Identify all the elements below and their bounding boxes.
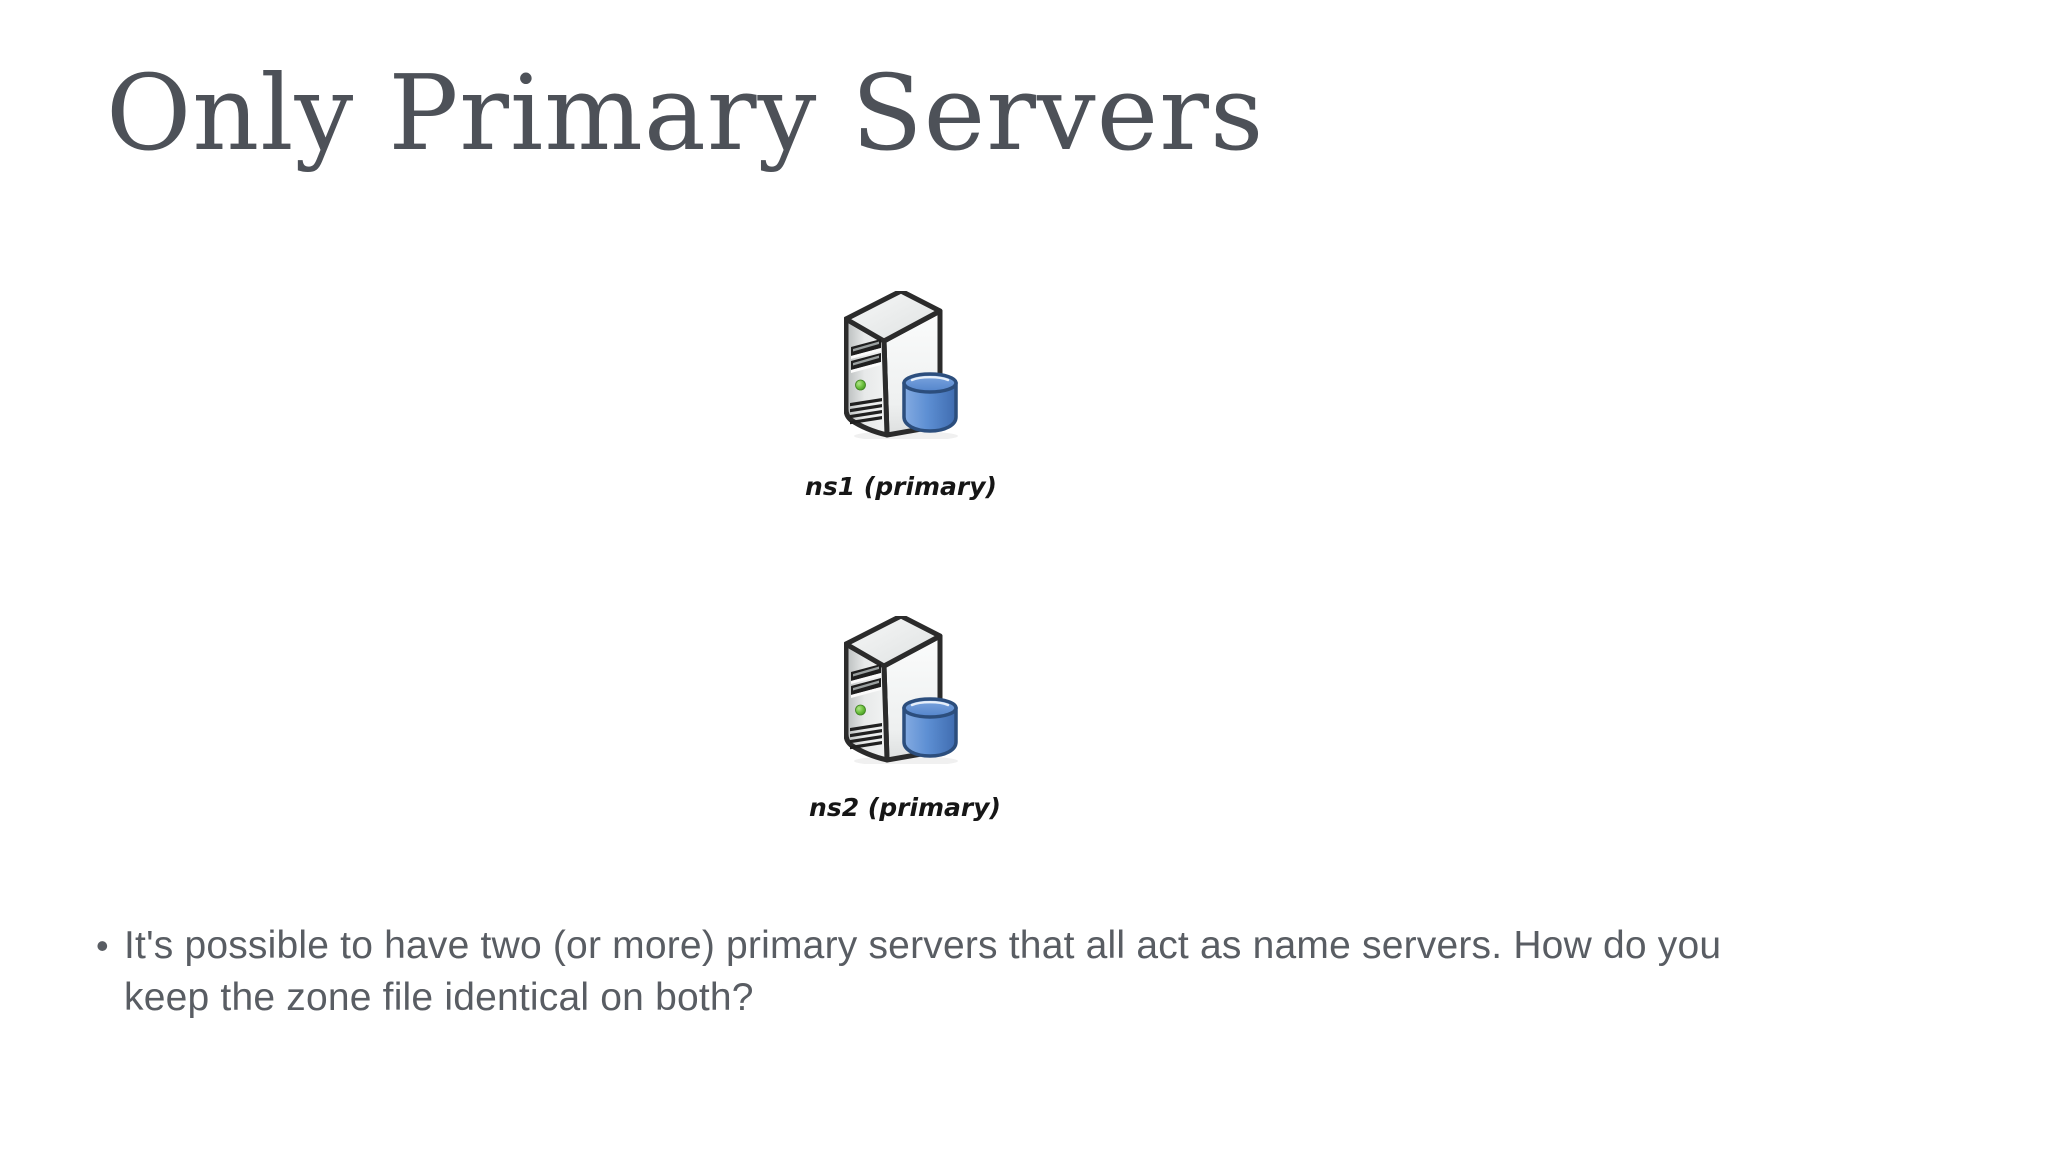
server-label-ns2: ns2 (primary): [809, 793, 1001, 822]
bullet-marker: •: [96, 925, 109, 966]
bullet-text-line-2: keep the zone file identical on both?: [124, 976, 754, 1019]
page-title: Only Primary Servers: [106, 52, 1265, 174]
server-label-ns1: ns1 (primary): [805, 472, 997, 501]
bullet-text: It's possible to have two (or more) prim…: [124, 920, 1721, 1024]
server-database-icon: [844, 616, 966, 770]
bullet-text-line-1: It's possible to have two (or more) prim…: [124, 924, 1722, 967]
server-database-icon: [844, 291, 966, 445]
